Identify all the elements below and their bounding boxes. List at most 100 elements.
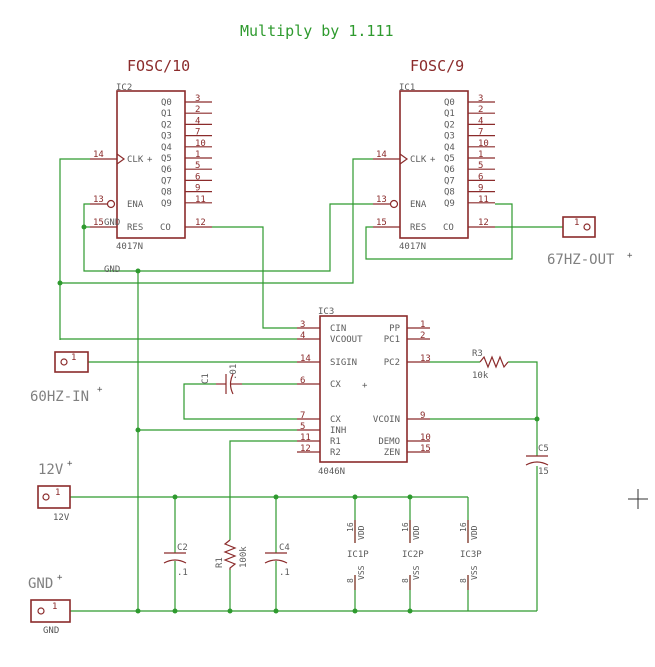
ic1-caption: FOSC/9 [410,57,464,75]
ic1-out-label: Q8 [444,188,455,198]
ic1-out-pin: 1 [478,150,483,160]
connector-67hz-out[interactable]: 1 67HZ-OUT + [547,216,633,268]
capacitor-c2[interactable]: C2 .1 [163,543,188,578]
crosshair-icon [628,489,648,509]
ic3-right-label: PC1 [384,335,400,345]
ic1-out-label: Q5 [444,154,455,164]
c1-value: .01 [229,364,239,380]
ic2-co-pin: 12 [195,218,206,228]
ic3-left-label: CIN [330,324,346,334]
ic3-left-pin: 6 [300,376,305,386]
ic3-cx-plus: + [362,381,368,391]
c2-name: C2 [177,543,188,553]
power-vss-pin: 8 [459,578,468,583]
ic1-clk-pin: 14 [376,150,387,160]
ic1-out-pin: 7 [478,128,483,138]
power-vdd-label: VDD [470,525,479,540]
ic1-ena-pin: 13 [376,195,387,205]
c4-value: .1 [279,568,290,578]
ic2-out-label: Q3 [161,132,172,142]
ic1-res-label: RES [410,223,426,233]
ic3-left-pin: 12 [300,444,311,454]
ic1-out-label: Q6 [444,165,455,175]
power-vss-label: VSS [412,565,421,580]
ic1-out-label: Q9 [444,199,455,209]
r1-value: 100k [239,546,249,568]
connector-gnd[interactable]: GND + 1 GND [28,573,71,636]
ic1-ena-label: ENA [410,200,427,210]
ic1-co-label: CO [443,223,454,233]
c1-name: C1 [201,373,211,384]
ic3-left-label: VCOOUT [330,335,363,345]
ic2-out-label: Q4 [161,143,172,153]
ic3-left-pin: 14 [300,354,311,364]
ic2-out-label: Q2 [161,120,172,130]
connector-60hz-in[interactable]: 1 60HZ-IN + [30,351,103,405]
c5-name: C5 [538,444,549,454]
ic3-right-label: PP [389,324,400,334]
power-vdd-label: VDD [357,525,366,540]
r3-name: R3 [472,349,483,359]
capacitor-c1[interactable]: C1 .01 [201,364,242,395]
ic1-out-pin: 10 [478,139,489,149]
connector-60hz-label: 60HZ-IN [30,389,89,405]
power-vdd-pin: 16 [346,522,355,532]
connector-67hz-pin: 1 [574,218,579,228]
power-part-name: IC1P [347,550,369,560]
ic2-ena-pin: 13 [93,195,104,205]
ic3-left-pin: 7 [300,411,305,421]
ic3-right-pin: 9 [420,411,425,421]
ic1-out-pin: 9 [478,184,483,194]
ic2-clk-label: CLK [127,155,144,165]
ic3-left-pin: 4 [300,331,305,341]
c5-value: 15 [538,467,549,477]
capacitor-c4[interactable]: C4 .1 [264,543,290,578]
ic3-body [319,315,408,463]
ic3-right-pin: 13 [420,354,431,364]
ic2-gnd-label: GND [104,265,120,275]
ic3-left-label: INH [330,426,346,436]
ic1-out-label: Q3 [444,132,455,142]
ic1-co-pin: 12 [478,218,489,228]
connector-12v-plus: + [67,459,73,469]
ic2-out-pin: 5 [195,161,200,171]
ic3-right-pin: 1 [420,320,425,330]
connector-12v[interactable]: 12V + 1 12V [37,459,73,523]
ic2-out-label: Q0 [161,98,172,108]
ic3-right-pin: 10 [420,433,431,443]
ic1-out-label: Q1 [444,109,455,119]
wires: GND [57,158,563,614]
r1-name: R1 [215,557,225,568]
ic3-chip[interactable]: IC3 4046N CIN3VCOOUT4SIGIN14CX6CX7INH5R1… [297,307,431,477]
ic1-clk-plus: + [430,155,436,165]
ic2-out-pin: 11 [195,195,206,205]
power-vss-label: VSS [357,565,366,580]
ic1-out-pin: 3 [478,94,483,104]
ic3-part: 4046N [318,467,345,477]
capacitor-c5[interactable]: C5 15 [525,444,549,477]
resistor-r1[interactable]: R1 100k [215,539,249,570]
ic2-res-label: RES [127,223,143,233]
ic3-left-pin: 11 [300,433,311,443]
connector-gnd-label: GND [28,576,53,592]
ic1-out-pin: 5 [478,161,483,171]
ic3-name: IC3 [318,307,334,317]
ic2-out-label: Q6 [161,165,172,175]
connector-12v-label: 12V [38,462,64,478]
power-vdd-pin: 16 [459,522,468,532]
ic3-right-label: ZEN [384,448,400,458]
connector-gnd-pin: 1 [52,602,57,612]
ic1-body [399,90,469,239]
ic2-gnd-pin: GND [104,218,120,228]
resistor-r3[interactable]: R3 10k [472,349,509,381]
ic2-out-pin: 9 [195,184,200,194]
ic1-clk-label: CLK [410,155,427,165]
ic3-left-pin: 5 [300,422,305,432]
ic1-res-pin: 15 [376,218,387,228]
page-title: Multiply by 1.111 [240,22,394,40]
